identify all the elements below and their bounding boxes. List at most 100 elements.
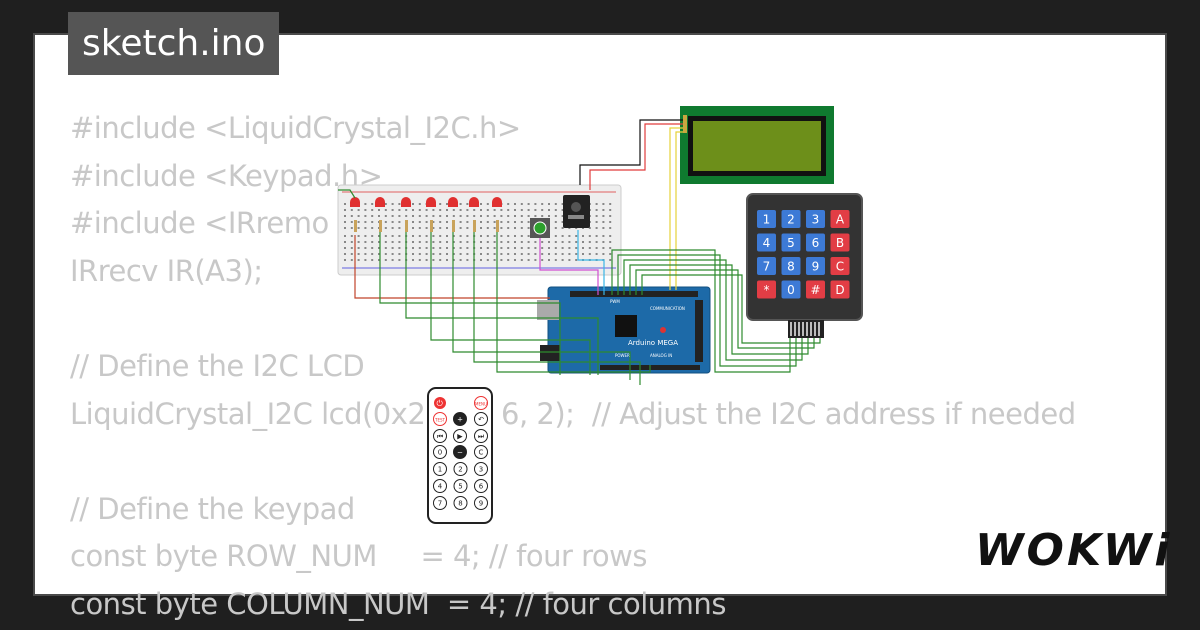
remote-key[interactable]: ▶ <box>453 429 467 443</box>
led <box>401 197 411 232</box>
membrane-keypad: 1 2 3 A 4 5 6 B 7 8 9 C * 0 # D <box>746 193 863 338</box>
keypad-key[interactable]: # <box>806 280 825 299</box>
svg-text:5: 5 <box>458 483 462 491</box>
code-listing: #include <LiquidCrystal_I2C.h>#include <… <box>70 105 1076 629</box>
svg-text:3: 3 <box>812 213 820 227</box>
code-line: const byte ROW_NUM = 4; // four rows <box>70 539 647 574</box>
ir-remote[interactable]: ⏻ MENU TEST + ↶ ⏮ ▶ ⏭ 0 − C 1 2 3 4 5 6 7 8 9 <box>427 387 493 524</box>
remote-key[interactable]: ⏭ <box>474 429 488 443</box>
led <box>469 197 479 232</box>
led-row <box>350 197 502 232</box>
remote-digit-key[interactable]: 5 <box>453 479 468 493</box>
remote-key[interactable]: + <box>453 412 467 426</box>
svg-text:−: − <box>457 449 463 457</box>
pushbutton[interactable] <box>530 218 550 238</box>
keypad-key[interactable]: * <box>757 280 776 299</box>
code-line-tail: 6, 2); // Adjust the I2C address if need… <box>501 396 1076 431</box>
svg-text:8: 8 <box>787 260 795 274</box>
svg-text:3: 3 <box>479 466 483 474</box>
svg-text:+: + <box>457 416 463 424</box>
svg-text:B: B <box>836 236 844 250</box>
svg-text:*: * <box>764 283 770 297</box>
keypad-key[interactable]: 1 <box>757 210 776 228</box>
arduino-analog-label: ANALOG IN <box>650 353 672 358</box>
svg-text:6: 6 <box>812 236 820 250</box>
led <box>492 197 502 232</box>
remote-digit-key[interactable]: 3 <box>474 462 488 476</box>
svg-text:4: 4 <box>763 236 771 250</box>
ir-receiver <box>563 195 590 228</box>
remote-digit-key[interactable]: 9 <box>474 496 488 510</box>
remote-key[interactable]: ⏮ <box>433 429 447 443</box>
remote-key[interactable]: TEST <box>433 412 447 426</box>
remote-digit-key[interactable]: 6 <box>474 479 488 493</box>
remote-key[interactable]: MENU <box>474 396 488 410</box>
led <box>426 197 436 232</box>
svg-text:4: 4 <box>438 483 443 491</box>
svg-text:⏻: ⏻ <box>437 399 444 408</box>
svg-text:A: A <box>836 213 845 227</box>
svg-text:2: 2 <box>458 466 462 474</box>
arduino-power-label: POWER <box>615 353 630 358</box>
keypad-key[interactable]: B <box>830 233 850 252</box>
arduino-mega: Arduino MEGA COMMUNICATION POWER ANALOG … <box>537 286 711 374</box>
svg-text:5: 5 <box>787 236 795 250</box>
svg-text:8: 8 <box>458 500 462 508</box>
code-line: const byte COLUMN_NUM = 4; // four colum… <box>70 586 726 621</box>
keypad-key[interactable]: 7 <box>757 257 776 275</box>
led <box>350 197 360 232</box>
svg-text:6: 6 <box>479 483 484 491</box>
wiring <box>338 119 821 385</box>
svg-text:1: 1 <box>763 213 771 227</box>
remote-key[interactable]: − <box>453 445 467 459</box>
sketch-title: sketch.ino <box>68 12 280 75</box>
svg-text:C: C <box>836 260 844 274</box>
wokwi-logo: WOKWi <box>975 525 1173 576</box>
keypad-key[interactable]: 0 <box>781 280 801 299</box>
preview-card: #include <LiquidCrystal_I2C.h>#include <… <box>33 33 1167 621</box>
svg-text:MENU: MENU <box>475 402 487 407</box>
svg-text:C: C <box>479 449 484 457</box>
svg-text:TEST: TEST <box>434 418 446 423</box>
svg-text:↶: ↶ <box>478 416 484 424</box>
svg-text:7: 7 <box>763 260 771 274</box>
keypad-key[interactable]: 6 <box>806 233 825 252</box>
keypad-key[interactable]: 4 <box>757 233 776 252</box>
arduino-label: Arduino MEGA <box>628 339 678 347</box>
keypad-key[interactable]: C <box>830 257 850 275</box>
svg-text:⏭: ⏭ <box>478 433 485 441</box>
svg-text:0: 0 <box>787 283 795 297</box>
svg-text:▶: ▶ <box>457 433 463 441</box>
led <box>375 197 385 232</box>
keypad-key[interactable]: 2 <box>781 210 801 228</box>
power-button <box>434 397 446 409</box>
keypad-key[interactable]: 9 <box>806 257 825 275</box>
svg-text:D: D <box>835 283 844 297</box>
remote-key[interactable]: 0 <box>433 445 447 459</box>
svg-text:9: 9 <box>479 500 483 508</box>
svg-text:2: 2 <box>787 213 795 227</box>
remote-key[interactable]: ↶ <box>474 412 488 426</box>
keypad-key[interactable]: 3 <box>806 210 825 228</box>
lcd-1602 <box>680 106 834 184</box>
remote-digit-key[interactable]: 1 <box>433 462 447 476</box>
keypad-key[interactable]: D <box>830 280 850 299</box>
remote-digit-key[interactable]: 8 <box>453 496 468 510</box>
svg-text:0: 0 <box>438 449 442 457</box>
keypad-key[interactable]: 8 <box>781 257 801 275</box>
led <box>448 197 458 232</box>
svg-text:1: 1 <box>438 466 442 474</box>
arduino-communication-label: COMMUNICATION <box>650 306 685 311</box>
keypad-key[interactable]: 5 <box>781 233 801 252</box>
remote-digit-key[interactable]: 2 <box>453 462 468 476</box>
keypad-key[interactable]: A <box>830 210 850 228</box>
remote-digit-key[interactable]: 4 <box>433 479 447 493</box>
svg-text:9: 9 <box>812 260 820 274</box>
remote-key[interactable]: C <box>474 445 488 459</box>
code-line: #include <LiquidCrystal_I2C.h> <box>70 111 521 145</box>
arduino-pwm-label: PWM <box>610 299 620 304</box>
remote-digit-key[interactable]: 7 <box>433 496 447 510</box>
code-line: IRrecv IR(A3); <box>70 253 263 288</box>
